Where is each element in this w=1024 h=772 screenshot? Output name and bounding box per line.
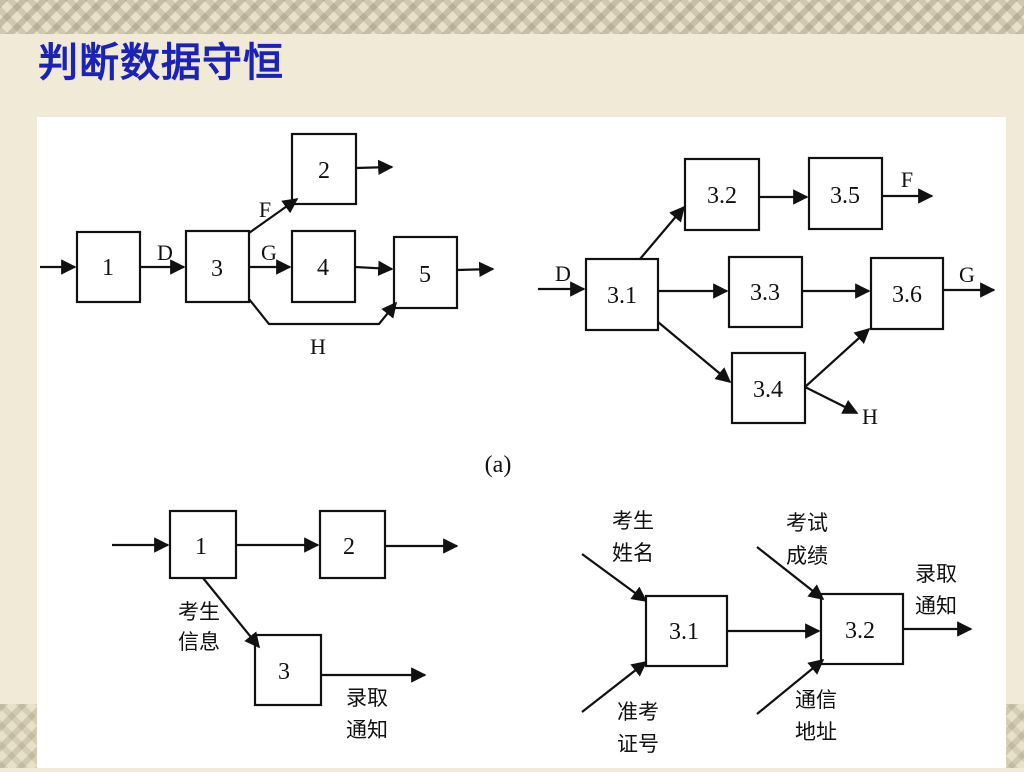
- d3-box-3: [253, 633, 323, 707]
- d1-flow-g-label: G: [261, 240, 277, 265]
- d4-flow-name: [581, 553, 648, 602]
- d4-name-label-line2: 姓名: [612, 541, 654, 565]
- d4-ticket-label-line1: 准考: [617, 700, 659, 724]
- d1-output-2: [355, 159, 394, 176]
- d2-flow-g-label: G: [959, 262, 975, 287]
- figure-caption: (a): [485, 452, 512, 478]
- d1-box-5-label: 5: [419, 262, 431, 288]
- d2-3-1-to-3-2: [639, 205, 685, 260]
- d1-flow-h: [248, 298, 397, 326]
- d2-box-3-2-label: 3.2: [707, 183, 737, 209]
- d1-4-to-5: [354, 260, 394, 276]
- d4-addr-label-line1: 通信: [795, 688, 837, 712]
- d2-box-3-5-label: 3.5: [830, 183, 860, 209]
- d1-box-4: [290, 229, 357, 304]
- d4-flow-ticket: [581, 661, 648, 713]
- d4-box-3-2-label: 3.2: [845, 618, 875, 644]
- d4-box-3-1-label: 3.1: [669, 619, 699, 645]
- d2-box-3-2: [683, 157, 761, 232]
- d3-box-2-label: 2: [343, 534, 355, 560]
- d4-flow-score: [756, 546, 825, 600]
- d4-score-label-line1: 考试: [786, 511, 828, 535]
- d2-box-3-1: [584, 257, 660, 332]
- decorative-top-border: [0, 0, 1024, 34]
- d2-3-1-to-3-4: [657, 321, 732, 383]
- d2-box-3-6: [869, 256, 945, 331]
- d1-box-5: [392, 235, 459, 310]
- diagram-figure: 1 2 3 4 5 D F G H 3.1 3.2 3.3 3.4 3.5 3.…: [37, 117, 1006, 768]
- d1-box-4-label: 4: [317, 255, 329, 281]
- diagram-top-left: [40, 132, 495, 326]
- d1-box-2-label: 2: [318, 158, 330, 184]
- d2-flow-h: [804, 386, 859, 414]
- d4-notice-label-line2: 通知: [915, 594, 957, 618]
- d1-output-5: [456, 261, 495, 278]
- diagram-top-right: [538, 156, 996, 425]
- d3-info-label-line1: 考生: [178, 600, 220, 624]
- d1-box-2: [290, 132, 358, 206]
- d2-flow-h-label: H: [862, 404, 878, 429]
- d3-flow-info: [202, 577, 260, 649]
- d3-box-3-label: 3: [278, 659, 290, 685]
- d3-notice-label-line2: 通知: [346, 718, 388, 742]
- d4-name-label-line1: 考生: [612, 509, 654, 533]
- d2-box-3-6-label: 3.6: [892, 282, 922, 308]
- d1-box-3-label: 3: [211, 256, 223, 282]
- d1-flow-h-label: H: [310, 334, 326, 359]
- d4-ticket-label-line2: 证号: [617, 732, 659, 756]
- diagram-bottom-left: [112, 509, 459, 707]
- slide-title: 判断数据守恒: [38, 40, 284, 86]
- d2-box-3-3-label: 3.3: [750, 280, 780, 306]
- d3-box-1-label: 1: [195, 534, 207, 560]
- d3-box-2: [318, 509, 387, 580]
- d2-flow-f-label: F: [901, 167, 913, 192]
- d3-notice-label-line1: 录取: [346, 686, 388, 710]
- d1-flow-f-label: F: [259, 197, 271, 222]
- d4-notice-label-line1: 录取: [915, 562, 957, 586]
- d4-flow-addr: [756, 659, 825, 715]
- d2-3-4-to-3-6: [804, 327, 871, 388]
- d4-addr-label-line2: 地址: [795, 720, 837, 744]
- d4-score-label-line2: 成绩: [786, 544, 828, 568]
- d2-flow-d-label: D: [555, 261, 571, 286]
- d1-box-1-label: 1: [102, 255, 114, 281]
- d3-info-label-line2: 信息: [178, 630, 220, 654]
- d2-box-3-5: [807, 156, 884, 231]
- d1-flow-d-label: D: [157, 240, 173, 265]
- diagram-canvas: 1 2 3 4 5 D F G H 3.1 3.2 3.3 3.4 3.5 3.…: [40, 132, 996, 756]
- d2-box-3-1-label: 3.1: [607, 283, 637, 309]
- d2-box-3-4-label: 3.4: [753, 377, 783, 403]
- d1-flow-f: [248, 198, 299, 234]
- diagram-bottom-right: [581, 546, 973, 715]
